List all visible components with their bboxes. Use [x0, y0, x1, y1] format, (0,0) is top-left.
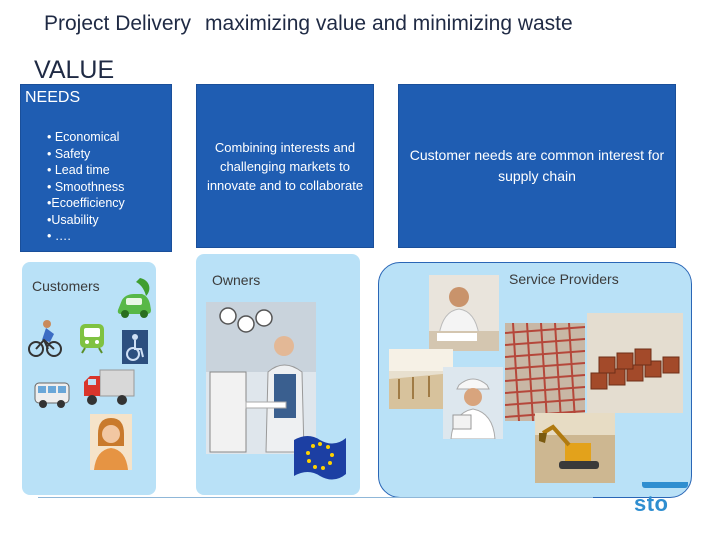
wheelchair-icon: [122, 330, 148, 364]
needs-list: • Economical • Safety • Lead time • Smoo…: [47, 129, 125, 245]
timber-photo-icon: [587, 313, 683, 413]
title-subtitle: maximizing value and minimizing waste: [205, 12, 573, 35]
engineer-desk-photo-icon: [429, 275, 499, 351]
worker-helmet-photo-icon: [443, 367, 503, 439]
value-heading: VALUE: [34, 56, 114, 85]
logo-top-mark: [642, 482, 688, 488]
truck-icon: [82, 366, 136, 410]
needs-item: •Usability: [47, 212, 125, 229]
owners-label: Owners: [212, 272, 260, 288]
bus-icon: [34, 380, 70, 410]
needs-item: • Lead time: [47, 162, 125, 179]
needs-item: •Ecoefficiency: [47, 195, 125, 212]
page-title: Project Delivery maximizing value and min…: [44, 12, 573, 36]
needs-item: • ….: [47, 228, 125, 245]
customers-label: Customers: [32, 278, 100, 294]
bottom-divider: [38, 497, 593, 498]
service-providers-panel: Service Providers: [378, 262, 692, 498]
owners-panel: Owners: [196, 254, 360, 495]
title-main: Project Delivery: [44, 12, 191, 35]
eco-car-icon: [114, 276, 154, 322]
needs-item: • Economical: [47, 129, 125, 146]
woman-photo-icon: [90, 414, 132, 470]
needs-title: NEEDS: [25, 89, 80, 107]
train-icon: [78, 322, 106, 354]
rebar-photo-icon: [505, 323, 585, 421]
owners-statement-text: Combining interests and challenging mark…: [205, 138, 365, 195]
excavator-photo-icon: [535, 413, 615, 483]
needs-item: • Safety: [47, 146, 125, 163]
cyclist-icon: [28, 318, 62, 358]
eu-flag-icon: [290, 430, 348, 490]
customers-panel: Customers: [22, 262, 156, 495]
needs-item: • Smoothness: [47, 179, 125, 196]
supply-chain-statement-text: Customer needs are common interest for s…: [409, 145, 665, 187]
company-logo: sto: [632, 482, 688, 518]
owners-statement-box: Combining interests and challenging mark…: [196, 84, 374, 248]
needs-box: NEEDS • Economical • Safety • Lead time …: [20, 84, 172, 252]
supply-chain-statement-box: Customer needs are common interest for s…: [398, 84, 676, 248]
service-providers-label: Service Providers: [509, 271, 619, 287]
logo-text: sto: [634, 491, 669, 517]
